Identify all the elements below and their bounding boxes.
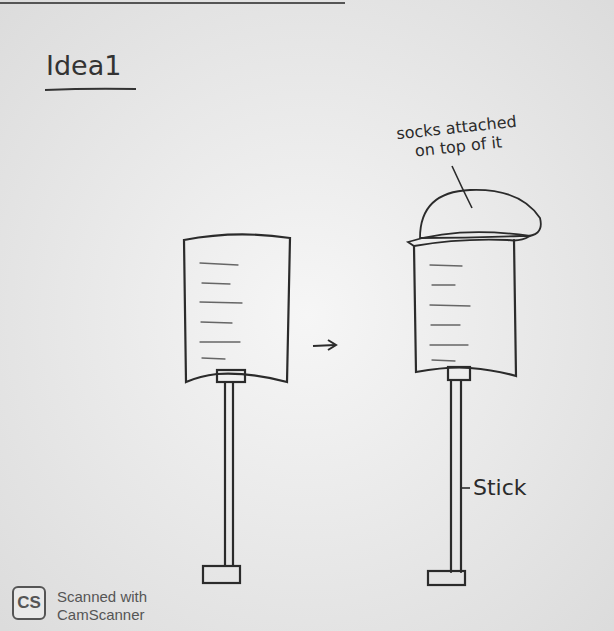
logo-box: CS [12, 586, 46, 620]
watermark: Scanned with CamScanner [57, 588, 157, 624]
part-label: Stick [473, 475, 553, 501]
leader-line [452, 166, 472, 208]
leader-line [462, 487, 470, 489]
paper-edge [0, 2, 345, 4]
right-device [408, 190, 541, 585]
title: Idea1 [46, 50, 121, 82]
callout-note: socks attached on top of it [383, 111, 531, 164]
left-device [184, 234, 290, 583]
logo-text: CS [17, 593, 41, 613]
transition-arrow [313, 340, 336, 350]
title-underline [45, 89, 136, 90]
